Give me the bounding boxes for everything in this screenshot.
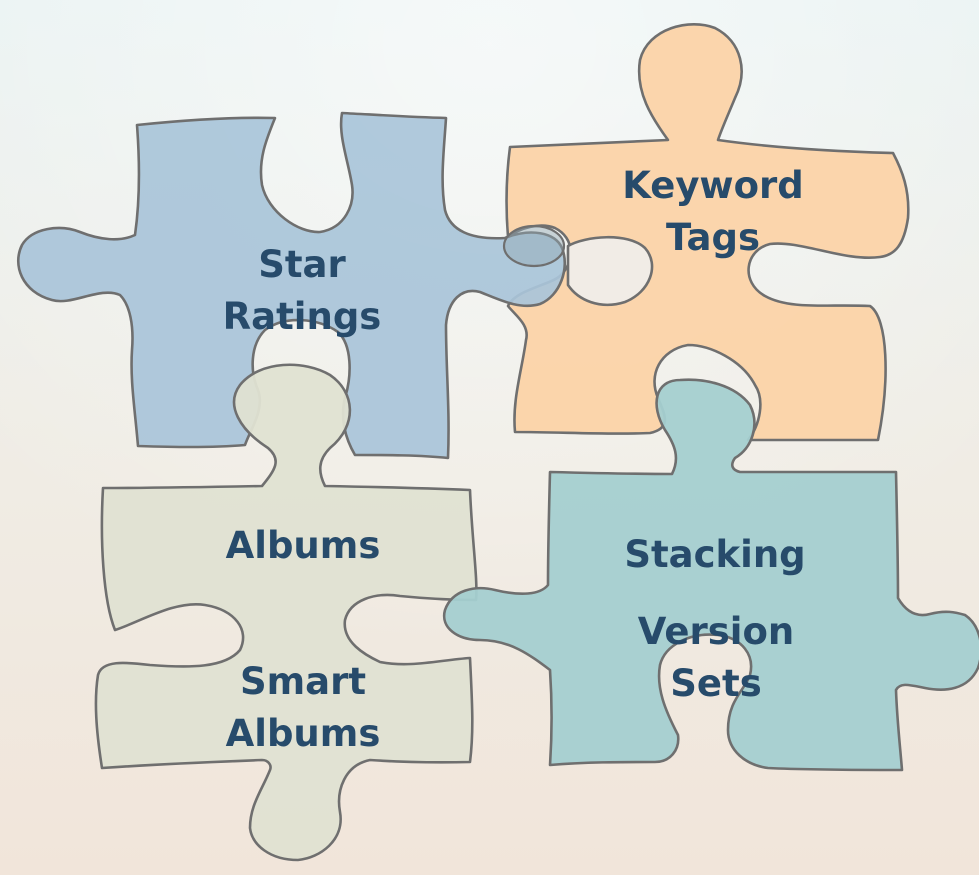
smart-albums-line2: Albums: [225, 712, 381, 755]
smart-albums-line1: Smart: [239, 660, 367, 703]
stacking-line1: Stacking: [624, 533, 806, 576]
version-sets-line1: Version: [637, 610, 795, 653]
albums-label: Albums: [143, 520, 463, 572]
albums-piece: [94, 363, 478, 862]
keyword-tags-line1: Keyword: [622, 164, 804, 207]
albums-line1: Albums: [225, 524, 381, 567]
keyword-tags-piece: [505, 23, 910, 442]
star-ratings-line2: Ratings: [222, 295, 382, 338]
keyword-tags-notch: [566, 235, 654, 307]
stacking-label: Stacking: [555, 529, 875, 581]
smart-albums-label: Smart Albums: [143, 656, 463, 760]
version-sets-label: Version Sets: [556, 606, 876, 710]
star-ratings-line1: Star: [258, 243, 346, 286]
star-ratings-label: Star Ratings: [142, 239, 462, 343]
keyword-tags-label: Keyword Tags: [553, 160, 873, 264]
stacking-piece: [442, 378, 979, 772]
star-ratings-piece: [17, 111, 567, 460]
overlap-accent: [502, 224, 566, 268]
keyword-tags-line2: Tags: [666, 216, 760, 259]
version-sets-line2: Sets: [670, 662, 762, 705]
